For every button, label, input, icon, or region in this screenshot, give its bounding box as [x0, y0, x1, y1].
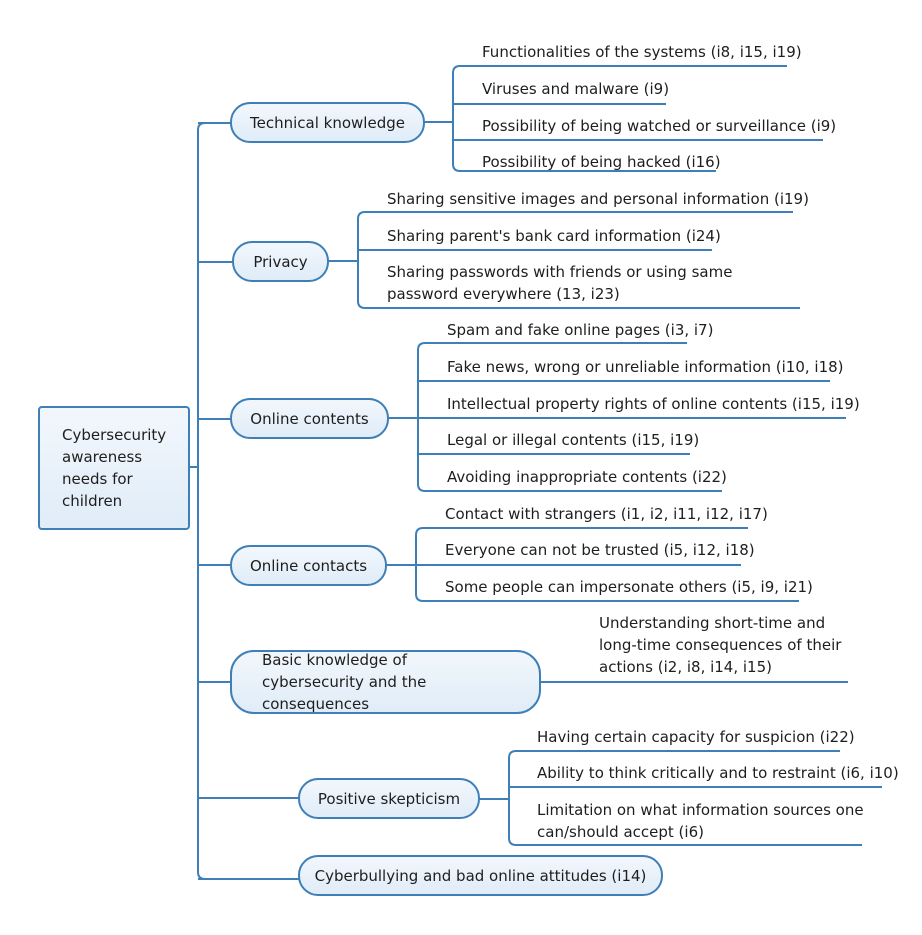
branch-online-contacts[interactable]: Online contacts — [230, 545, 387, 586]
leaf-item: Intellectual property rights of online c… — [447, 395, 860, 413]
trunk-line — [189, 122, 206, 880]
leaf-item: Sharing parent's bank card information (… — [387, 227, 721, 245]
leaf-item: Ability to think critically and to restr… — [537, 764, 899, 782]
branch-skepticism-lines — [479, 750, 882, 846]
root-node[interactable]: Cybersecurity awareness needs for childr… — [38, 406, 190, 530]
leaf-item: Understanding short-time and long-time c… — [599, 614, 842, 676]
branch-label: Technical knowledge — [250, 113, 405, 132]
leaf-item: Fake news, wrong or unreliable informati… — [447, 358, 844, 376]
branch-contents-lines — [388, 342, 846, 492]
leaf-item: Contact with strangers (i1, i2, i11, i12… — [445, 505, 768, 523]
leaf-item: Everyone can not be trusted (i5, i12, i1… — [445, 541, 755, 559]
branch-cyberbullying[interactable]: Cyberbullying and bad online attitudes (… — [298, 855, 663, 896]
leaf-item: Possibility of being hacked (i16) — [482, 153, 721, 171]
leaf-item: Functionalities of the systems (i8, i15,… — [482, 43, 802, 61]
branch-label: Online contacts — [249, 556, 368, 575]
branch-online-contents[interactable]: Online contents — [230, 398, 389, 439]
branch-contacts-lines — [386, 527, 799, 602]
leaf-item: Some people can impersonate others (i5, … — [445, 578, 813, 596]
leaf-item: Possibility of being watched or surveill… — [482, 117, 837, 135]
branch-technical-knowledge[interactable]: Technical knowledge — [230, 102, 425, 143]
leaf-item: Sharing sensitive images and personal in… — [387, 190, 809, 208]
leaf-item: Limitation on what information sources o… — [537, 801, 864, 841]
branch-basic-knowledge[interactable]: Basic knowledge of cybersecurity and the… — [230, 650, 541, 714]
branch-label: Positive skepticism — [317, 789, 461, 808]
leaf-item: Sharing passwords with friends or using … — [387, 263, 733, 303]
branch-label: Basic knowledge of cybersecurity and the… — [262, 651, 427, 713]
branch-label: Online contents — [250, 409, 369, 428]
branch-privacy[interactable]: Privacy — [232, 241, 329, 282]
leaf-item: Viruses and malware (i9) — [482, 80, 670, 98]
branch-label: Cyberbullying and bad online attitudes (… — [314, 866, 647, 885]
branch-technical-lines — [424, 65, 823, 172]
root-label: Cybersecurity awareness needs for childr… — [62, 426, 167, 510]
branch-privacy-lines — [328, 211, 800, 309]
leaf-item: Having certain capacity for suspicion (i… — [537, 728, 855, 746]
leaf-item: Spam and fake online pages (i3, i7) — [447, 321, 714, 339]
branch-label: Privacy — [253, 252, 308, 271]
leaf-item: Avoiding inappropriate contents (i22) — [447, 468, 727, 486]
leaf-item: Legal or illegal contents (i15, i19) — [447, 431, 700, 449]
branch-positive-skepticism[interactable]: Positive skepticism — [298, 778, 480, 819]
